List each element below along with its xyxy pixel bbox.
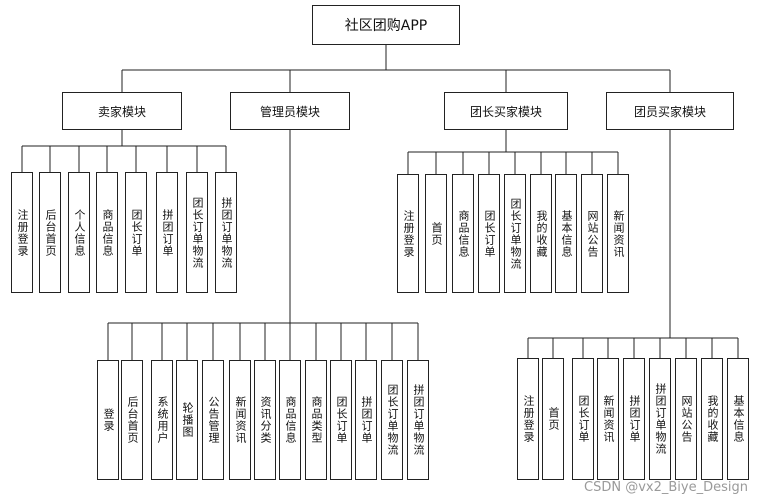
leaf-node: 基本信息: [727, 358, 749, 480]
watermark: CSDN @vx2_Biye_Design: [584, 480, 748, 495]
leaf-node: 拼团订单: [355, 360, 377, 480]
leaf-node: 商品类型: [305, 360, 327, 480]
leaf-node: 轮播图: [176, 360, 198, 480]
leaf-node: 注册登录: [517, 358, 539, 480]
leaf-node: 首页: [425, 174, 447, 293]
leaf-node: 个人信息: [68, 172, 90, 293]
leaf-node: 我的收藏: [530, 174, 552, 293]
leaf-node: 后台首页: [121, 360, 143, 480]
module-group-member-buyer: 团员买家模块: [606, 92, 734, 130]
leaf-node: 团长订单: [572, 358, 594, 480]
leaf-node: 团长订单: [478, 174, 500, 293]
leaf-node: 拼团订单: [623, 358, 645, 480]
leaf-node: 我的收藏: [701, 358, 723, 480]
leaf-node: 新闻资讯: [607, 174, 629, 293]
leaf-node: 首页: [542, 358, 564, 480]
leaf-node: 资讯分类: [254, 360, 276, 480]
leaf-node: 拼团订单物流: [407, 360, 429, 480]
leaf-node: 团长订单物流: [504, 174, 526, 293]
leaf-node: 公告管理: [202, 360, 224, 480]
leaf-node: 新闻资讯: [229, 360, 251, 480]
root-node: 社区团购APP: [312, 5, 460, 45]
leaf-node: 商品信息: [279, 360, 301, 480]
leaf-node: 拼团订单物流: [649, 358, 671, 480]
leaf-node: 团长订单: [125, 172, 147, 293]
leaf-node: 网站公告: [675, 358, 697, 480]
leaf-node: 网站公告: [581, 174, 603, 293]
leaf-node: 商品信息: [96, 172, 118, 293]
leaf-node: 基本信息: [555, 174, 577, 293]
leaf-node: 登录: [97, 360, 119, 480]
module-seller: 卖家模块: [62, 92, 182, 130]
leaf-node: 团长订单物流: [381, 360, 403, 480]
leaf-node: 后台首页: [39, 172, 61, 293]
leaf-node: 拼团订单物流: [215, 172, 237, 293]
module-group-leader-buyer: 团长买家模块: [444, 92, 568, 130]
leaf-node: 系统用户: [151, 360, 173, 480]
leaf-node: 新闻资讯: [597, 358, 619, 480]
leaf-node: 团长订单物流: [186, 172, 208, 293]
leaf-node: 商品信息: [452, 174, 474, 293]
leaf-node: 团长订单: [330, 360, 352, 480]
module-admin: 管理员模块: [230, 92, 350, 130]
leaf-node: 注册登录: [11, 172, 33, 293]
leaf-node: 注册登录: [397, 174, 419, 293]
leaf-node: 拼团订单: [156, 172, 178, 293]
